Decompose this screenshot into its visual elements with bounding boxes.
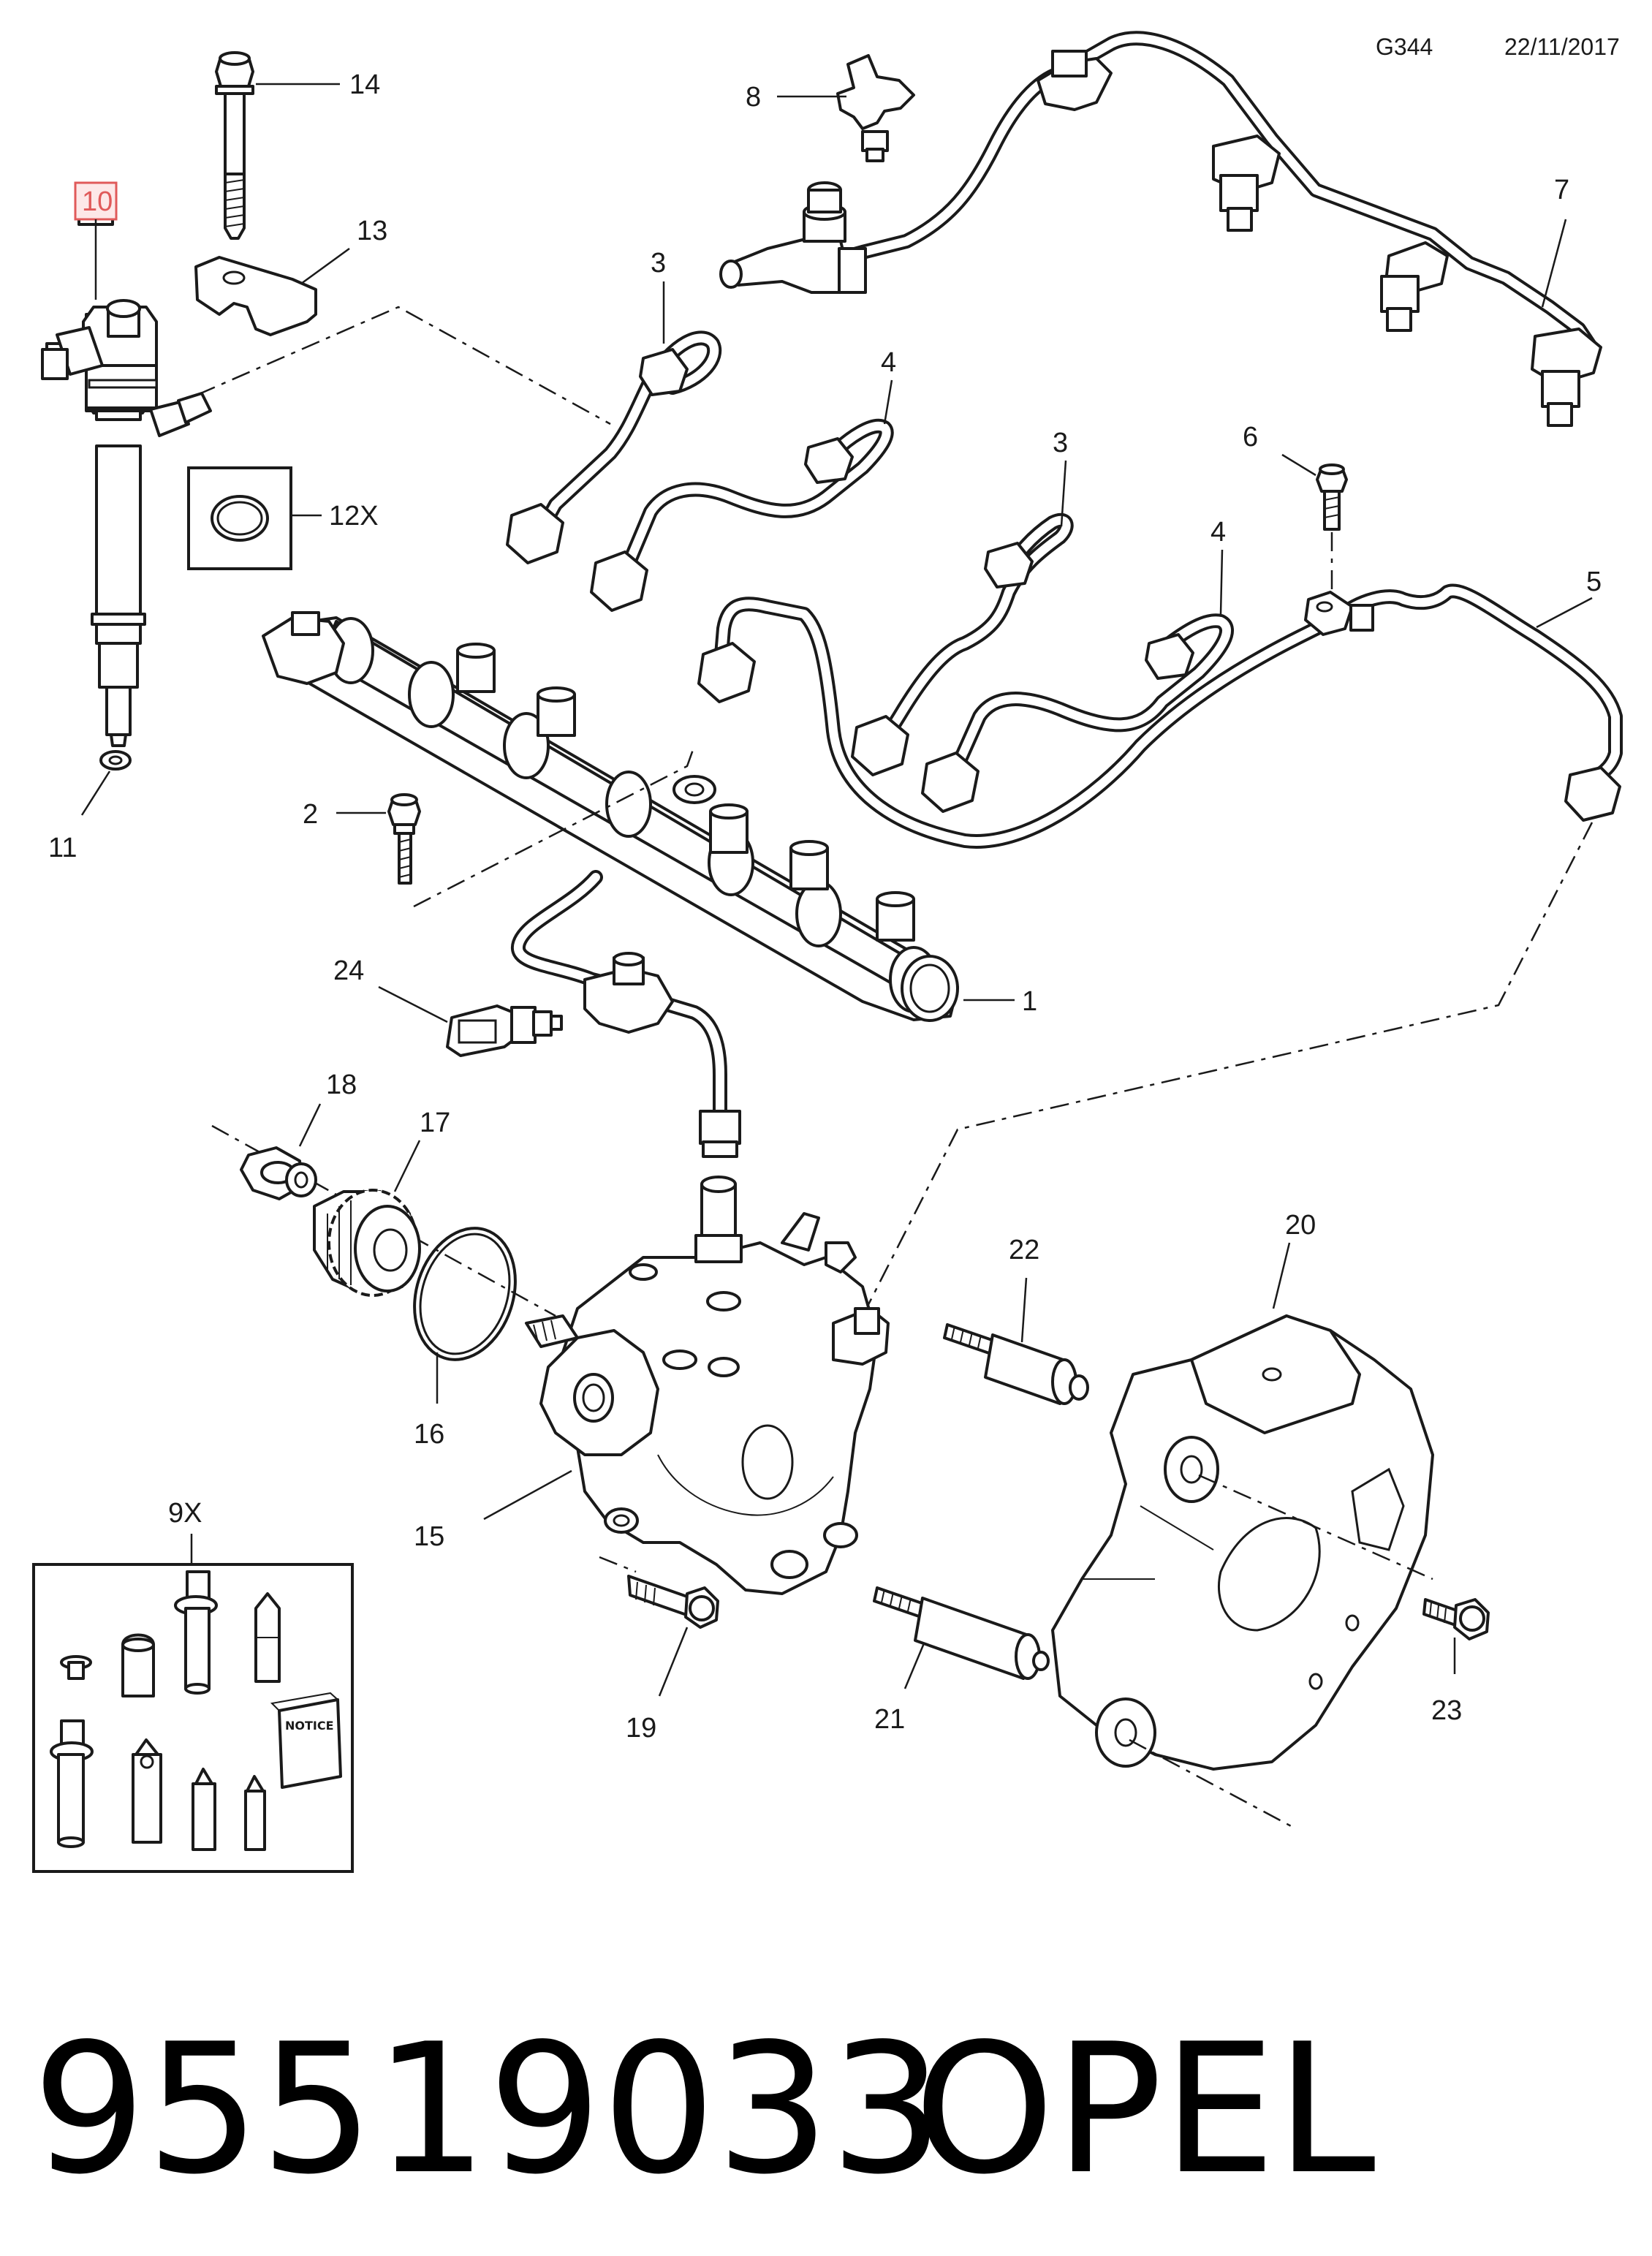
high-pressure-pump[interactable] xyxy=(525,1176,890,1595)
callout-4b[interactable]: 4 xyxy=(1210,517,1226,548)
callout-20[interactable]: 20 xyxy=(1285,1210,1316,1241)
callout-13[interactable]: 13 xyxy=(357,216,387,246)
callout-21[interactable]: 21 xyxy=(874,1704,905,1735)
brand-name: OPEL xyxy=(914,2005,1376,2214)
part-number: 95519033 xyxy=(32,2005,944,2214)
callout-22[interactable]: 22 xyxy=(1009,1235,1039,1265)
leader-18 xyxy=(298,1103,322,1147)
leader-4b xyxy=(1219,549,1224,615)
stud-upper[interactable] xyxy=(943,1323,1089,1405)
leader-11 xyxy=(80,771,111,816)
leader-20 xyxy=(1272,1242,1291,1309)
leader-7 xyxy=(1541,219,1567,308)
callout-10[interactable]: 10 xyxy=(82,186,113,217)
pipe-bracket-bolt[interactable] xyxy=(1316,463,1348,531)
seal-ring[interactable] xyxy=(211,495,269,542)
callout-16[interactable]: 16 xyxy=(414,1419,444,1450)
bracket-bolt[interactable] xyxy=(1422,1598,1490,1640)
seal-ring-box xyxy=(187,466,292,570)
assembly-line xyxy=(197,306,611,425)
callout-5[interactable]: 5 xyxy=(1586,567,1602,597)
pump-bolt-axis xyxy=(599,1556,637,1573)
callout-23[interactable]: 23 xyxy=(1431,1695,1462,1726)
rail-bolt-axis xyxy=(413,745,696,908)
injector-pipe-4a[interactable] xyxy=(590,418,894,612)
pump-o-ring[interactable] xyxy=(398,1215,531,1373)
leader-3b xyxy=(1060,460,1067,527)
leader-24 xyxy=(378,985,448,1023)
leader-5 xyxy=(1536,597,1593,629)
pump-mounting-bolt[interactable] xyxy=(627,1575,719,1629)
callout-1[interactable]: 1 xyxy=(1022,986,1037,1017)
bracket-axis-lower xyxy=(1129,1738,1295,1829)
leader-19 xyxy=(658,1627,689,1697)
callout-24[interactable]: 24 xyxy=(333,955,364,986)
return-hose[interactable] xyxy=(511,870,741,1158)
callout-18[interactable]: 18 xyxy=(326,1070,357,1100)
callout-19[interactable]: 19 xyxy=(626,1713,656,1744)
leader-21 xyxy=(903,1643,925,1689)
diagram-code: G344 xyxy=(1376,34,1433,60)
injector-bolt[interactable] xyxy=(215,51,254,240)
leader-13 xyxy=(300,247,350,285)
bracket-axis-upper xyxy=(1198,1474,1433,1581)
injector-pipe-3b[interactable] xyxy=(851,512,1074,776)
callout-7[interactable]: 7 xyxy=(1554,175,1569,205)
leader-22 xyxy=(1020,1277,1028,1343)
callout-3a[interactable]: 3 xyxy=(651,248,666,279)
pump-bracket[interactable] xyxy=(1051,1314,1434,1771)
return-hose-harness[interactable] xyxy=(719,31,1602,427)
callout-3b[interactable]: 3 xyxy=(1053,428,1068,458)
callout-12[interactable]: 12X xyxy=(329,501,379,531)
fuel-injector[interactable] xyxy=(41,185,212,747)
hose-clip[interactable] xyxy=(836,54,915,162)
high-pressure-pipe[interactable] xyxy=(697,583,1623,849)
injector-pipe-3a[interactable] xyxy=(506,330,722,564)
pipe-to-pump-line xyxy=(857,822,1594,1324)
pump-nut[interactable] xyxy=(240,1146,317,1200)
pump-drive-gear[interactable] xyxy=(313,1189,421,1297)
callout-2[interactable]: 2 xyxy=(303,799,318,830)
callout-17[interactable]: 17 xyxy=(420,1108,450,1138)
leader-4a xyxy=(883,379,893,425)
callout-6[interactable]: 6 xyxy=(1243,422,1258,453)
callout-15[interactable]: 15 xyxy=(414,1521,444,1552)
callout-4a[interactable]: 4 xyxy=(881,347,896,378)
rail-mounting-bolt[interactable] xyxy=(387,793,421,885)
injector-pipe-4b[interactable] xyxy=(921,613,1234,813)
highlight-box xyxy=(74,181,118,221)
leader-17 xyxy=(393,1140,421,1192)
callout-11[interactable]: 11 xyxy=(48,833,77,863)
repair-kit-parts[interactable]: NOTICE xyxy=(50,1570,342,1851)
stud-lower[interactable] xyxy=(873,1586,1050,1680)
notice-label: NOTICE xyxy=(285,1719,334,1733)
leader-15 xyxy=(483,1469,572,1521)
callout-9[interactable]: 9X xyxy=(168,1498,202,1529)
washer[interactable] xyxy=(99,750,132,771)
callout-14[interactable]: 14 xyxy=(349,69,380,100)
leader-6 xyxy=(1281,453,1316,477)
diagram-date: 22/11/2017 xyxy=(1504,34,1620,60)
fuel-rail[interactable] xyxy=(262,611,959,1022)
callout-8[interactable]: 8 xyxy=(746,82,761,113)
fuel-temperature-sensor[interactable] xyxy=(446,1004,563,1057)
injector-clamp[interactable] xyxy=(194,256,317,336)
